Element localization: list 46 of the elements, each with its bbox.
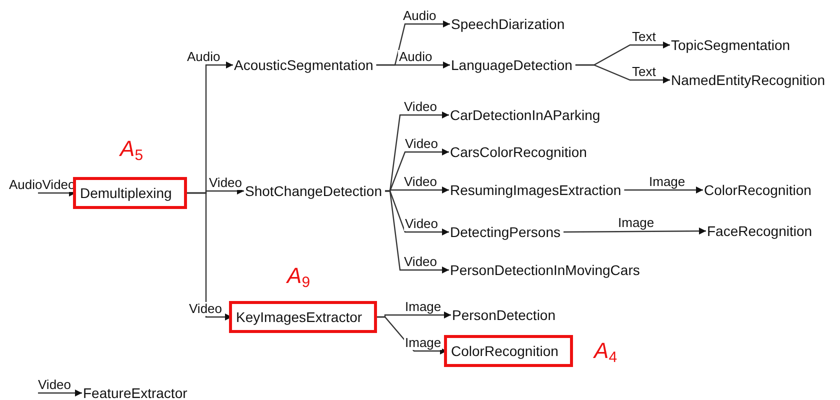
- edge-label: Image: [404, 336, 442, 350]
- annotation-label: A$_{5}$: [120, 136, 144, 162]
- edge-label: Video: [404, 217, 440, 231]
- process-label: PersonDetection: [451, 307, 557, 323]
- edge-label: Audio: [186, 50, 222, 64]
- process-label: SpeechDiarization: [450, 16, 566, 32]
- edge-label: Audio: [402, 9, 438, 23]
- edge-label: Video: [403, 255, 438, 269]
- edge-label: Video: [404, 137, 440, 151]
- edge-label: Text: [631, 65, 657, 79]
- arrow: [624, 186, 703, 194]
- arrow: [186, 192, 232, 320]
- process-label: CarsColorRecognition: [449, 144, 588, 160]
- edge-label: Video: [208, 176, 244, 190]
- process-label: PersonDetectionInMovingCars: [449, 262, 641, 278]
- edge-label: Audio: [398, 50, 434, 64]
- process-label: NamedEntityRecognition: [670, 72, 826, 88]
- process-label: ColorRecognition: [447, 338, 570, 364]
- edge-label: Video: [403, 100, 438, 114]
- process-label: ColorRecognition: [703, 182, 812, 198]
- edge-label: Text: [631, 30, 657, 44]
- edge-label: Image: [404, 300, 442, 314]
- edge-label: Image: [617, 216, 656, 230]
- edge-label: Video: [188, 302, 224, 316]
- process-label: FeatureExtractor: [82, 385, 188, 400]
- arrow: [376, 62, 450, 68]
- process-label: KeyImagesExtractor: [232, 304, 374, 330]
- arrow: [564, 228, 706, 235]
- process-label: ShotChangeDetection: [244, 183, 383, 199]
- annotation-label: A$_{9}$: [287, 263, 310, 289]
- arrow: [38, 190, 76, 196]
- process-label: TopicSegmentation: [670, 37, 792, 53]
- process-label: FaceRecognition: [706, 223, 814, 239]
- process-label: ResumingImagesExtraction: [449, 182, 622, 198]
- arrow: [385, 190, 449, 274]
- process-label: DetectingPersons: [449, 224, 562, 240]
- process-label: Demultiplexing: [76, 180, 184, 206]
- arrow: [575, 64, 670, 84]
- process-label: AcousticSegmentation: [233, 57, 374, 73]
- arrow: [38, 390, 82, 396]
- annotation-label: A$_{4}$: [594, 338, 618, 364]
- edge-label: Video: [403, 175, 438, 189]
- edge-label: Image: [648, 175, 686, 189]
- edge-label: Video: [37, 378, 72, 392]
- process-label: CarDetectionInAParking: [449, 107, 602, 123]
- process-label: LanguageDetection: [450, 57, 574, 73]
